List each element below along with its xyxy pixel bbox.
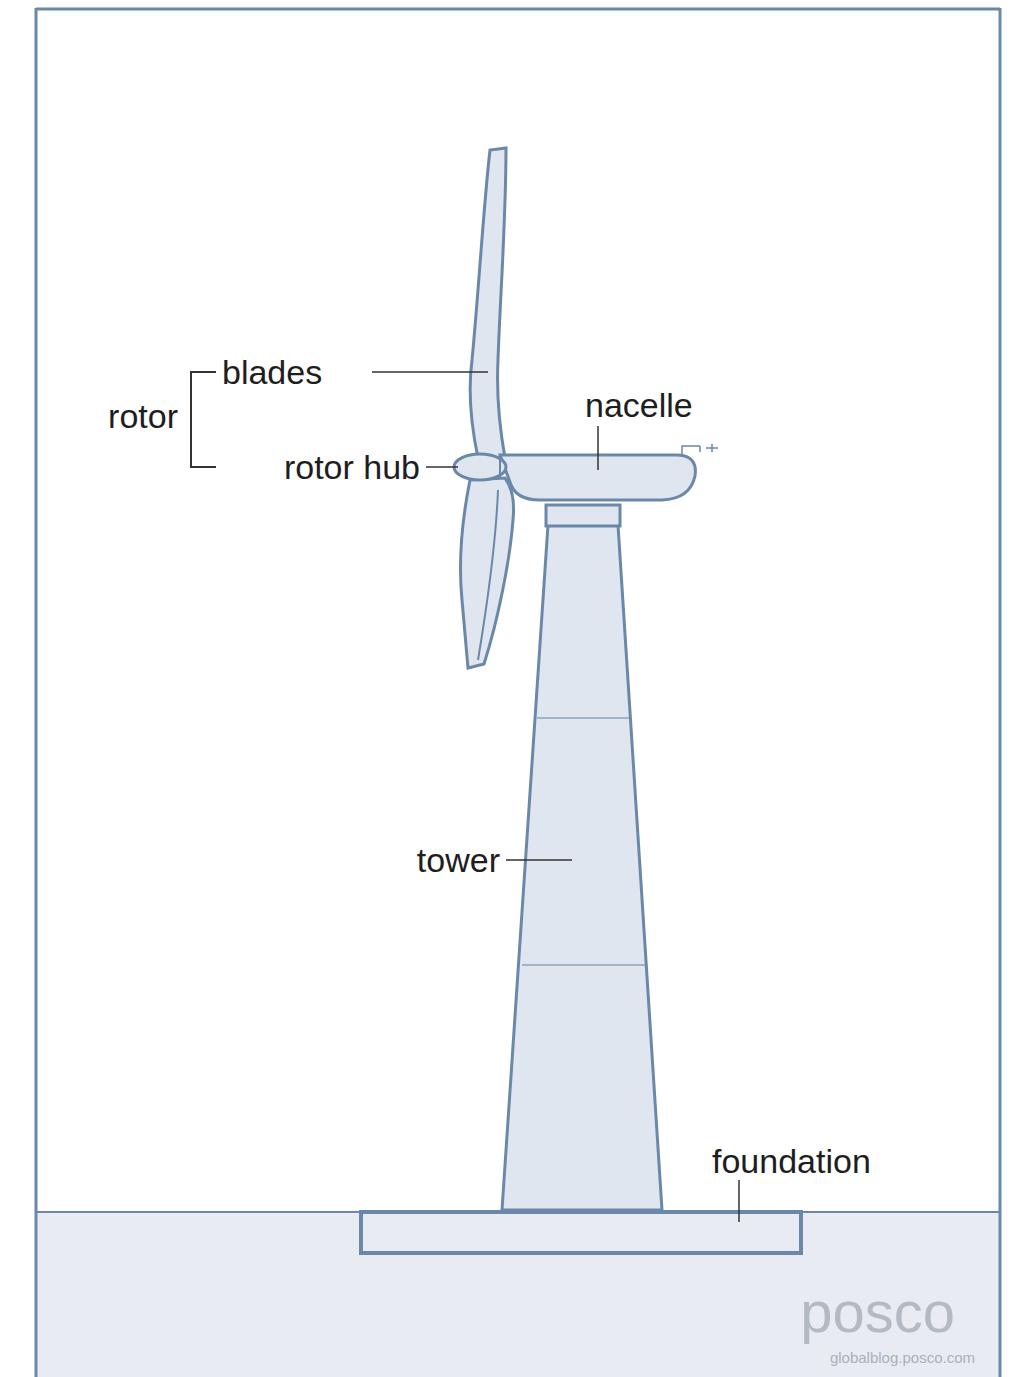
leader-line [597,426,599,470]
tower-joint [537,717,629,719]
part-label: tower [417,843,500,877]
hub-joint [499,456,501,478]
tower-joint [522,964,645,966]
foundation-slab [361,1212,801,1253]
blade-edge [478,490,498,660]
watermark: globalblog.posco.com [830,1350,975,1365]
leader-line [426,466,458,468]
leader-line [738,1180,740,1222]
part-label: nacelle [585,388,693,422]
tower-shape [502,525,662,1210]
leader-line [506,859,572,861]
leader-line [372,371,488,373]
anemometer-symbol [682,444,718,455]
blade-shape [470,148,506,458]
part-label: rotor hub [284,450,420,484]
rotor-bracket [191,372,216,467]
yaw-collar [546,505,620,526]
blade-shape [460,478,513,668]
rotor-hub-shape [454,454,506,480]
frame [35,8,38,1377]
frame [36,8,1000,11]
ground [35,1212,1000,1377]
watermark: posco [800,1283,955,1341]
part-label: blades [222,355,322,389]
frame [999,8,1002,1377]
group-label: rotor [108,399,178,433]
part-label: foundation [712,1144,871,1178]
